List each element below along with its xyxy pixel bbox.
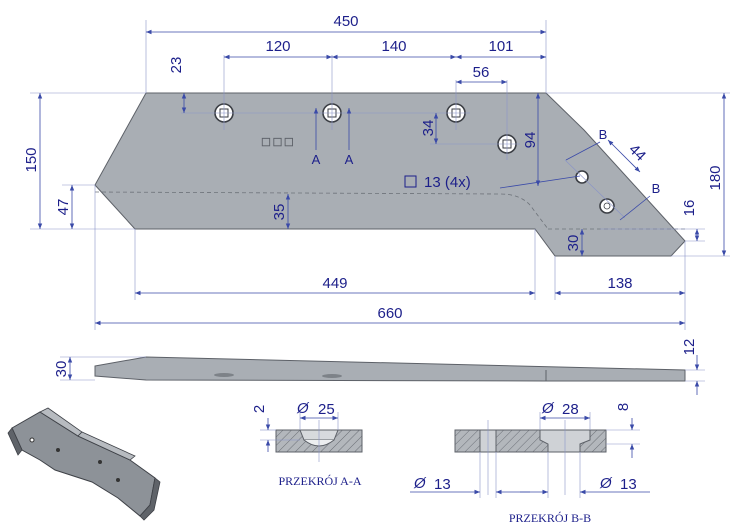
dim-30-top: 30 [565,235,582,252]
dim-47: 47 [55,199,72,216]
dim-2: 2 [251,405,268,413]
dim-16: 16 [681,200,698,217]
plate-top-view: □ □ □ [94,92,686,257]
section-b-b [454,420,607,495]
dim-101: 101 [488,38,513,55]
dim-8: 8 [615,403,632,411]
dim-94: 94 [522,132,539,149]
diameter-icon-28: Ø [541,400,555,417]
dim-35: 35 [271,204,288,221]
dim-449: 449 [322,275,347,292]
section-b-bottom: B [652,181,661,196]
diameter-icon-left: Ø [413,475,427,492]
section-a-left: A [312,152,321,167]
diameter-icon-right: Ø [599,475,613,492]
dim-34: 34 [420,120,437,137]
caption-section-a: PRZEKRÓJ A-A [278,474,361,488]
dim-30-side: 30 [53,361,70,378]
dim-12: 12 [681,339,698,356]
section-a-right: A [345,152,354,167]
dim-450: 450 [333,13,358,30]
dim-150: 150 [23,147,40,172]
section-a-a [275,420,363,462]
dim-28: 28 [562,401,579,418]
square-icon [404,175,417,188]
dim-140: 140 [381,38,406,55]
isometric-view [7,407,161,521]
caption-section-b: PRZEKRÓJ B-B [509,511,591,525]
dim-13-left: 13 [434,476,451,493]
dim-138: 138 [607,275,632,292]
dim-23: 23 [168,57,185,74]
plate-side-view [94,356,686,382]
dim-180: 180 [707,165,724,190]
dim-13-right: 13 [620,476,637,493]
diameter-icon: Ø [296,400,310,417]
part-marking: □ □ □ [262,134,293,149]
dim-56: 56 [473,64,490,81]
dim-660: 660 [377,305,402,322]
dim-25: 25 [318,401,335,418]
dim-13-4x: 13 (4x) [424,174,471,191]
section-b-top: B [599,127,608,142]
dim-120: 120 [265,38,290,55]
round-hole-1 [575,170,589,184]
